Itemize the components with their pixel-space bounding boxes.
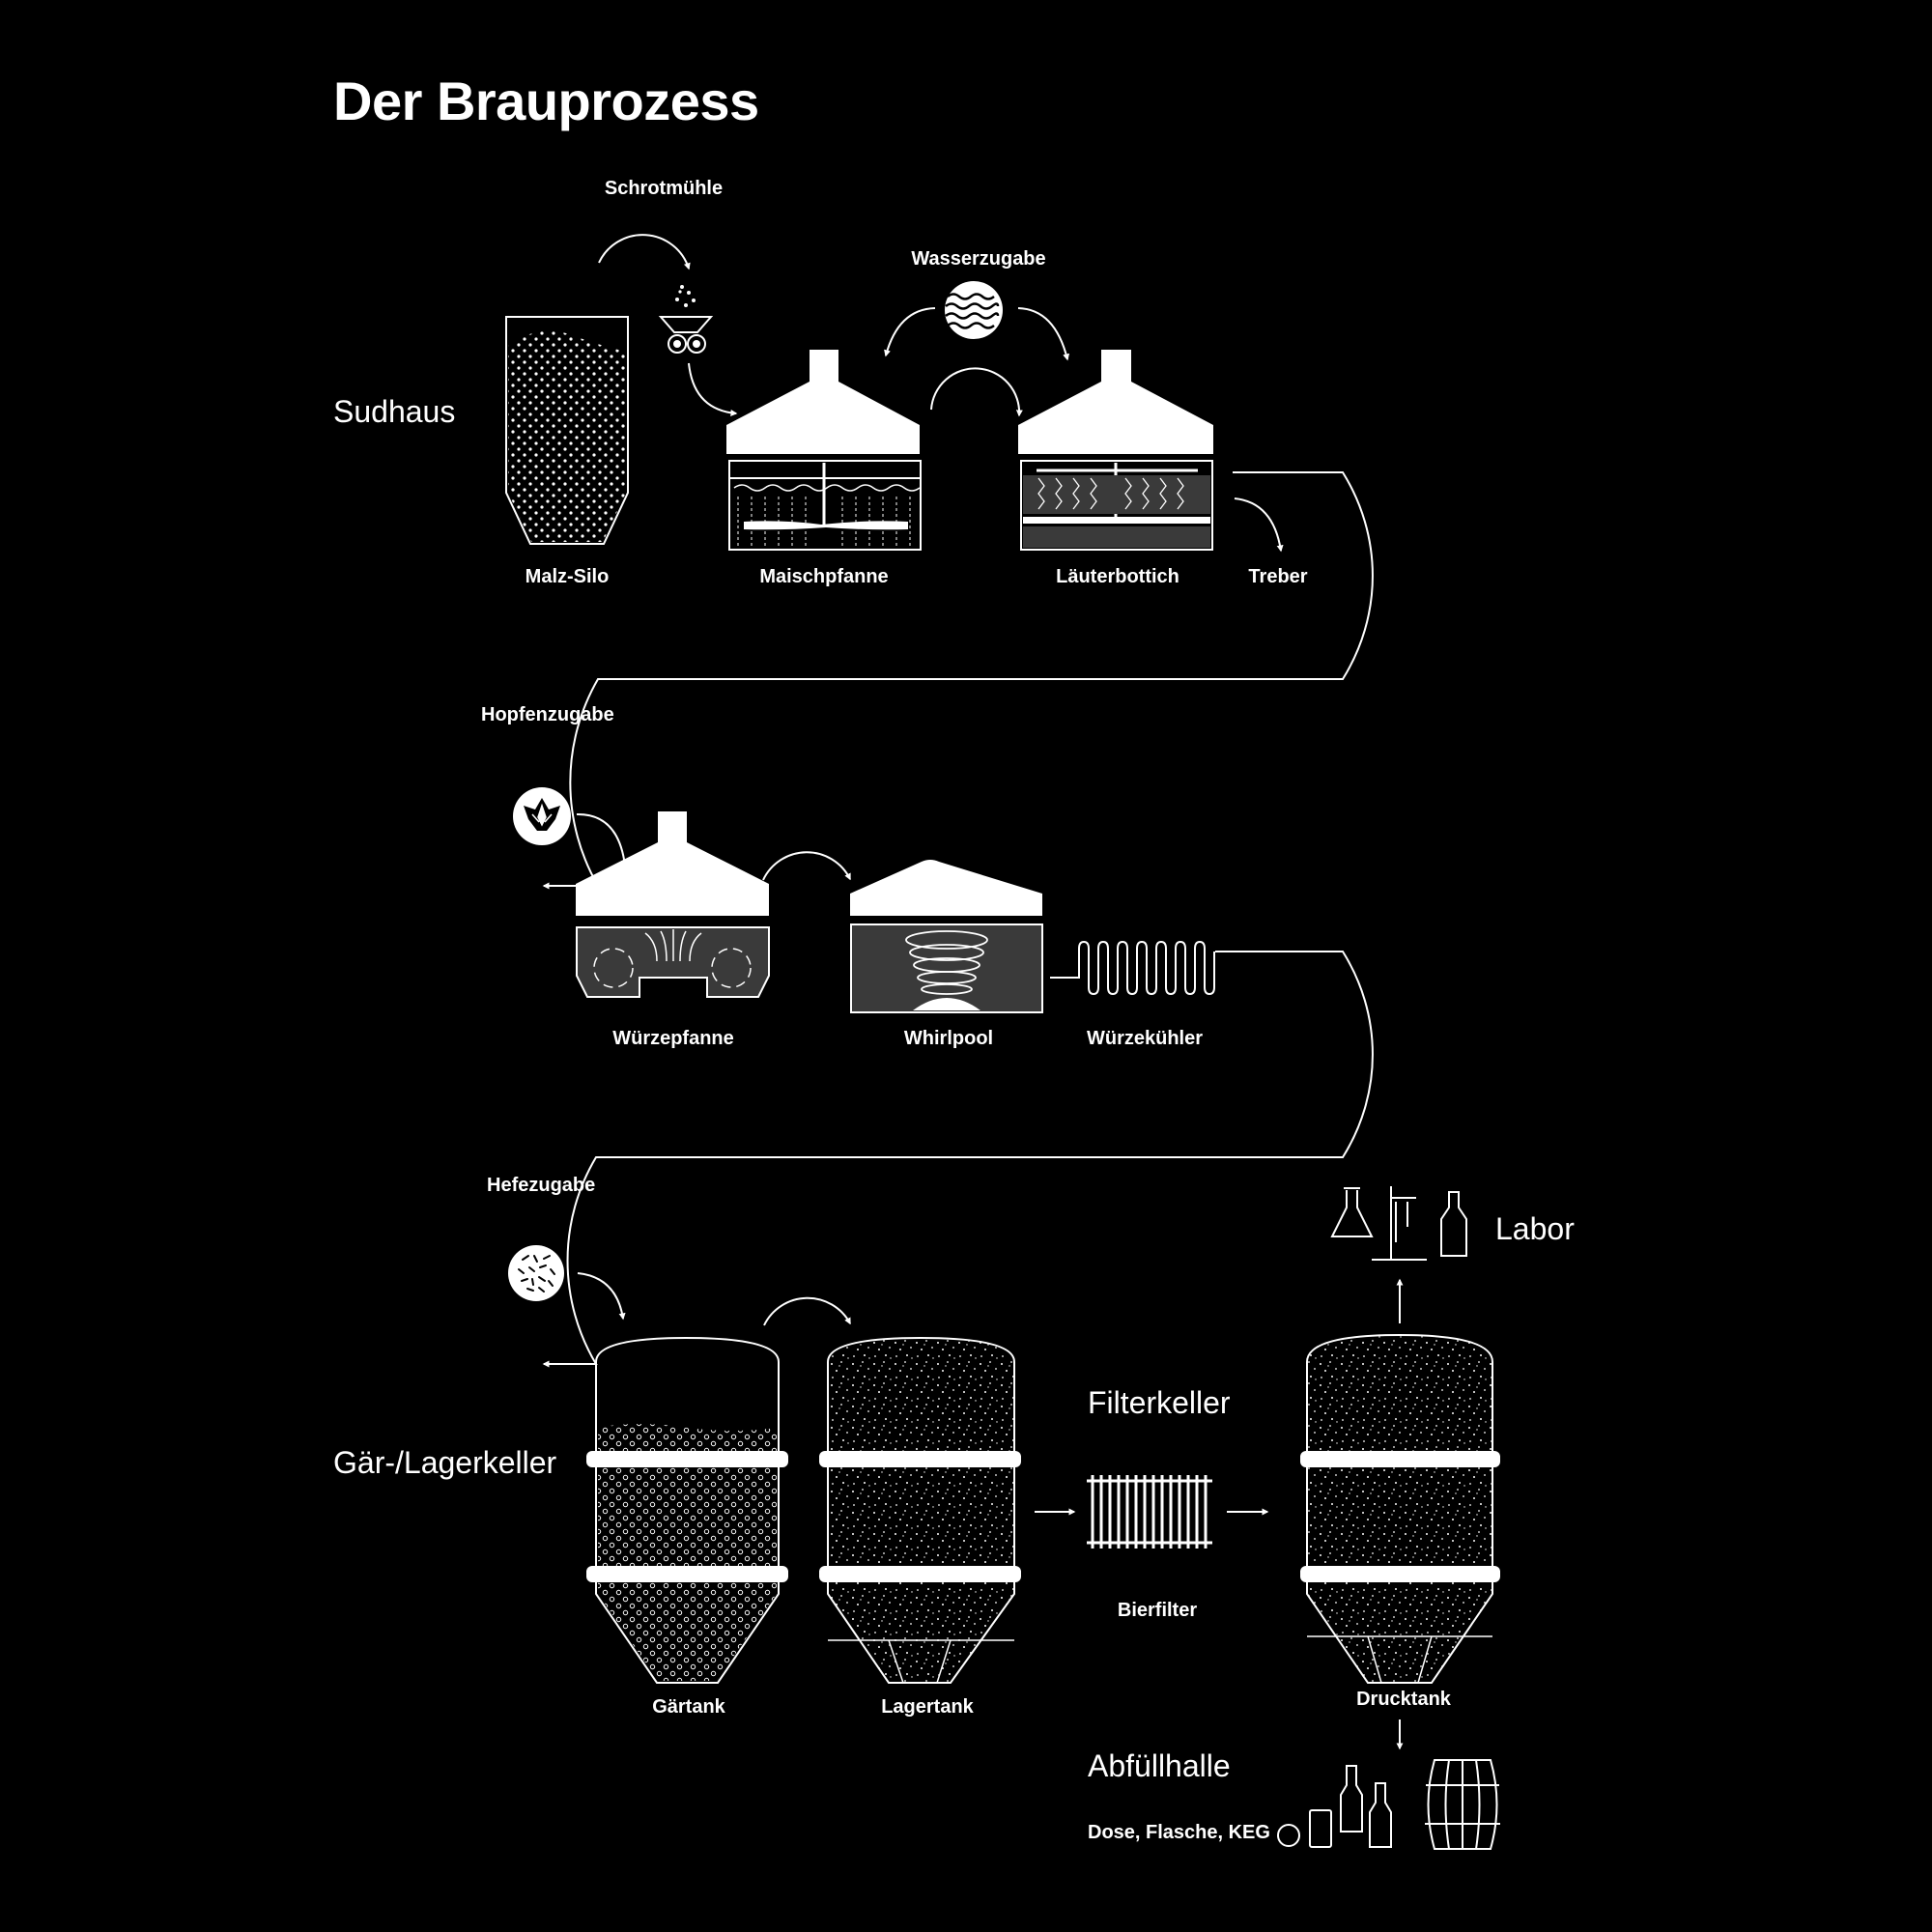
- bottle-icon: [1369, 1782, 1392, 1848]
- flow-arrow: [930, 367, 1023, 417]
- whirlpool-icon: [850, 860, 1043, 1013]
- mill-icon: [658, 285, 714, 354]
- bottle-icon: [1340, 1765, 1363, 1833]
- label-gaertank: Gärtank: [652, 1696, 725, 1718]
- label-abfuell-formate: Dose, Flasche, KEG: [1088, 1822, 1270, 1843]
- lagertank-icon: [819, 1336, 1021, 1684]
- can-icon: [1277, 1824, 1300, 1847]
- flow-arrow: [1017, 307, 1070, 361]
- page-title: Der Brauprozess: [333, 71, 759, 131]
- malz-silo-icon: [505, 316, 629, 545]
- gaertank-icon: [586, 1336, 788, 1684]
- label-hopfenzugabe: Hopfenzugabe: [481, 704, 614, 725]
- section-abfuellhalle: Abfüllhalle: [1088, 1748, 1231, 1783]
- label-malz-silo: Malz-Silo: [525, 566, 610, 587]
- flow-arrow: [576, 812, 628, 867]
- label-wuerzepfanne: Würzepfanne: [612, 1028, 734, 1049]
- section-sudhaus: Sudhaus: [333, 394, 456, 429]
- section-filterkeller: Filterkeller: [1088, 1385, 1231, 1420]
- packaging-icons: [1277, 1759, 1500, 1850]
- wuerzepfanne-icon: [576, 811, 770, 998]
- flow-arrow: [763, 1296, 851, 1326]
- maischpfanne-icon: [726, 350, 922, 551]
- can-icon: [1309, 1809, 1332, 1848]
- keg-icon: [1425, 1759, 1500, 1850]
- label-schrotmuehle: Schrotmühle: [604, 178, 724, 199]
- label-hefezugabe: Hefezugabe: [487, 1175, 596, 1196]
- flask-icon: [1330, 1187, 1374, 1237]
- label-treber: Treber: [1248, 566, 1308, 587]
- section-labor: Labor: [1495, 1211, 1575, 1246]
- hops-icon: [513, 787, 571, 845]
- flow-arrow: [577, 1272, 626, 1321]
- drucktank-icon: [1300, 1333, 1500, 1684]
- section-gaer-lagerkeller: Gär-/Lagerkeller: [333, 1445, 557, 1480]
- flow-arrow: [884, 307, 936, 357]
- label-lagertank: Lagertank: [881, 1696, 974, 1718]
- flow-arrow: [598, 234, 691, 270]
- yeast-icon: [508, 1245, 564, 1301]
- label-maischpfanne: Maischpfanne: [759, 566, 889, 587]
- bottle-icon: [1440, 1191, 1467, 1257]
- label-wuerzekuehler: Würzekühler: [1086, 1028, 1204, 1049]
- bierfilter-icon: [1087, 1475, 1212, 1548]
- wuerzekuehler-icon: [1050, 940, 1215, 996]
- flow-arrow: [1234, 497, 1284, 553]
- label-wasserzugabe: Wasserzugabe: [911, 248, 1046, 270]
- process-flow-line: [542, 471, 1374, 890]
- label-bierfilter: Bierfilter: [1117, 1600, 1198, 1621]
- flow-arrow: [688, 362, 738, 416]
- label-laeuterbottich: Läuterbottich: [1056, 566, 1179, 587]
- label-drucktank: Drucktank: [1356, 1689, 1451, 1710]
- label-whirlpool: Whirlpool: [903, 1028, 994, 1049]
- water-icon: [945, 281, 1003, 339]
- flow-arrow: [762, 851, 851, 881]
- laeuterbottich-icon: [1018, 350, 1213, 551]
- process-flow-line: [542, 951, 1374, 1368]
- lab-icons: [1330, 1186, 1467, 1261]
- lab-stand-icon: [1372, 1186, 1427, 1261]
